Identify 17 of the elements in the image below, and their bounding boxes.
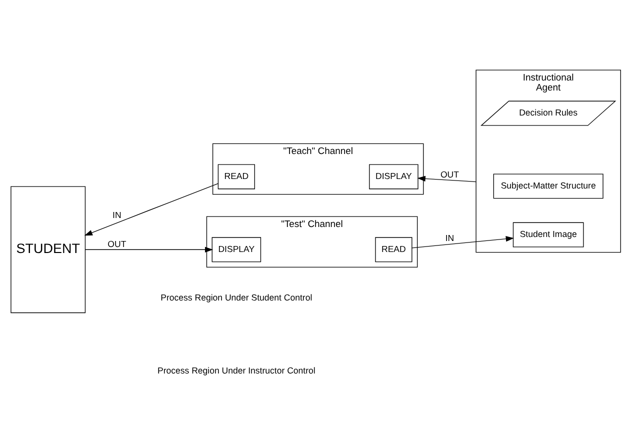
arrow xyxy=(84,246,214,252)
edge-label: IN xyxy=(112,210,122,220)
node-box: READ xyxy=(375,237,412,262)
edge-label: OUT xyxy=(440,170,459,180)
edge-label: OUT xyxy=(108,239,126,250)
edge-label: IN xyxy=(445,233,454,244)
node-box: Student Image xyxy=(512,222,584,248)
arrow xyxy=(412,236,514,248)
node-box: READ xyxy=(218,164,255,190)
arrow xyxy=(84,183,218,236)
arrow xyxy=(417,176,476,182)
node-box: DISPLAY xyxy=(212,237,262,262)
node-box: DISPLAY xyxy=(369,164,418,190)
label: Process Region Under Student Control xyxy=(160,292,312,303)
node-box: Subject-Matter Structure xyxy=(493,174,604,199)
label: Process Region Under Instructor Control xyxy=(157,365,316,376)
node-box: STUDENT xyxy=(10,186,86,314)
